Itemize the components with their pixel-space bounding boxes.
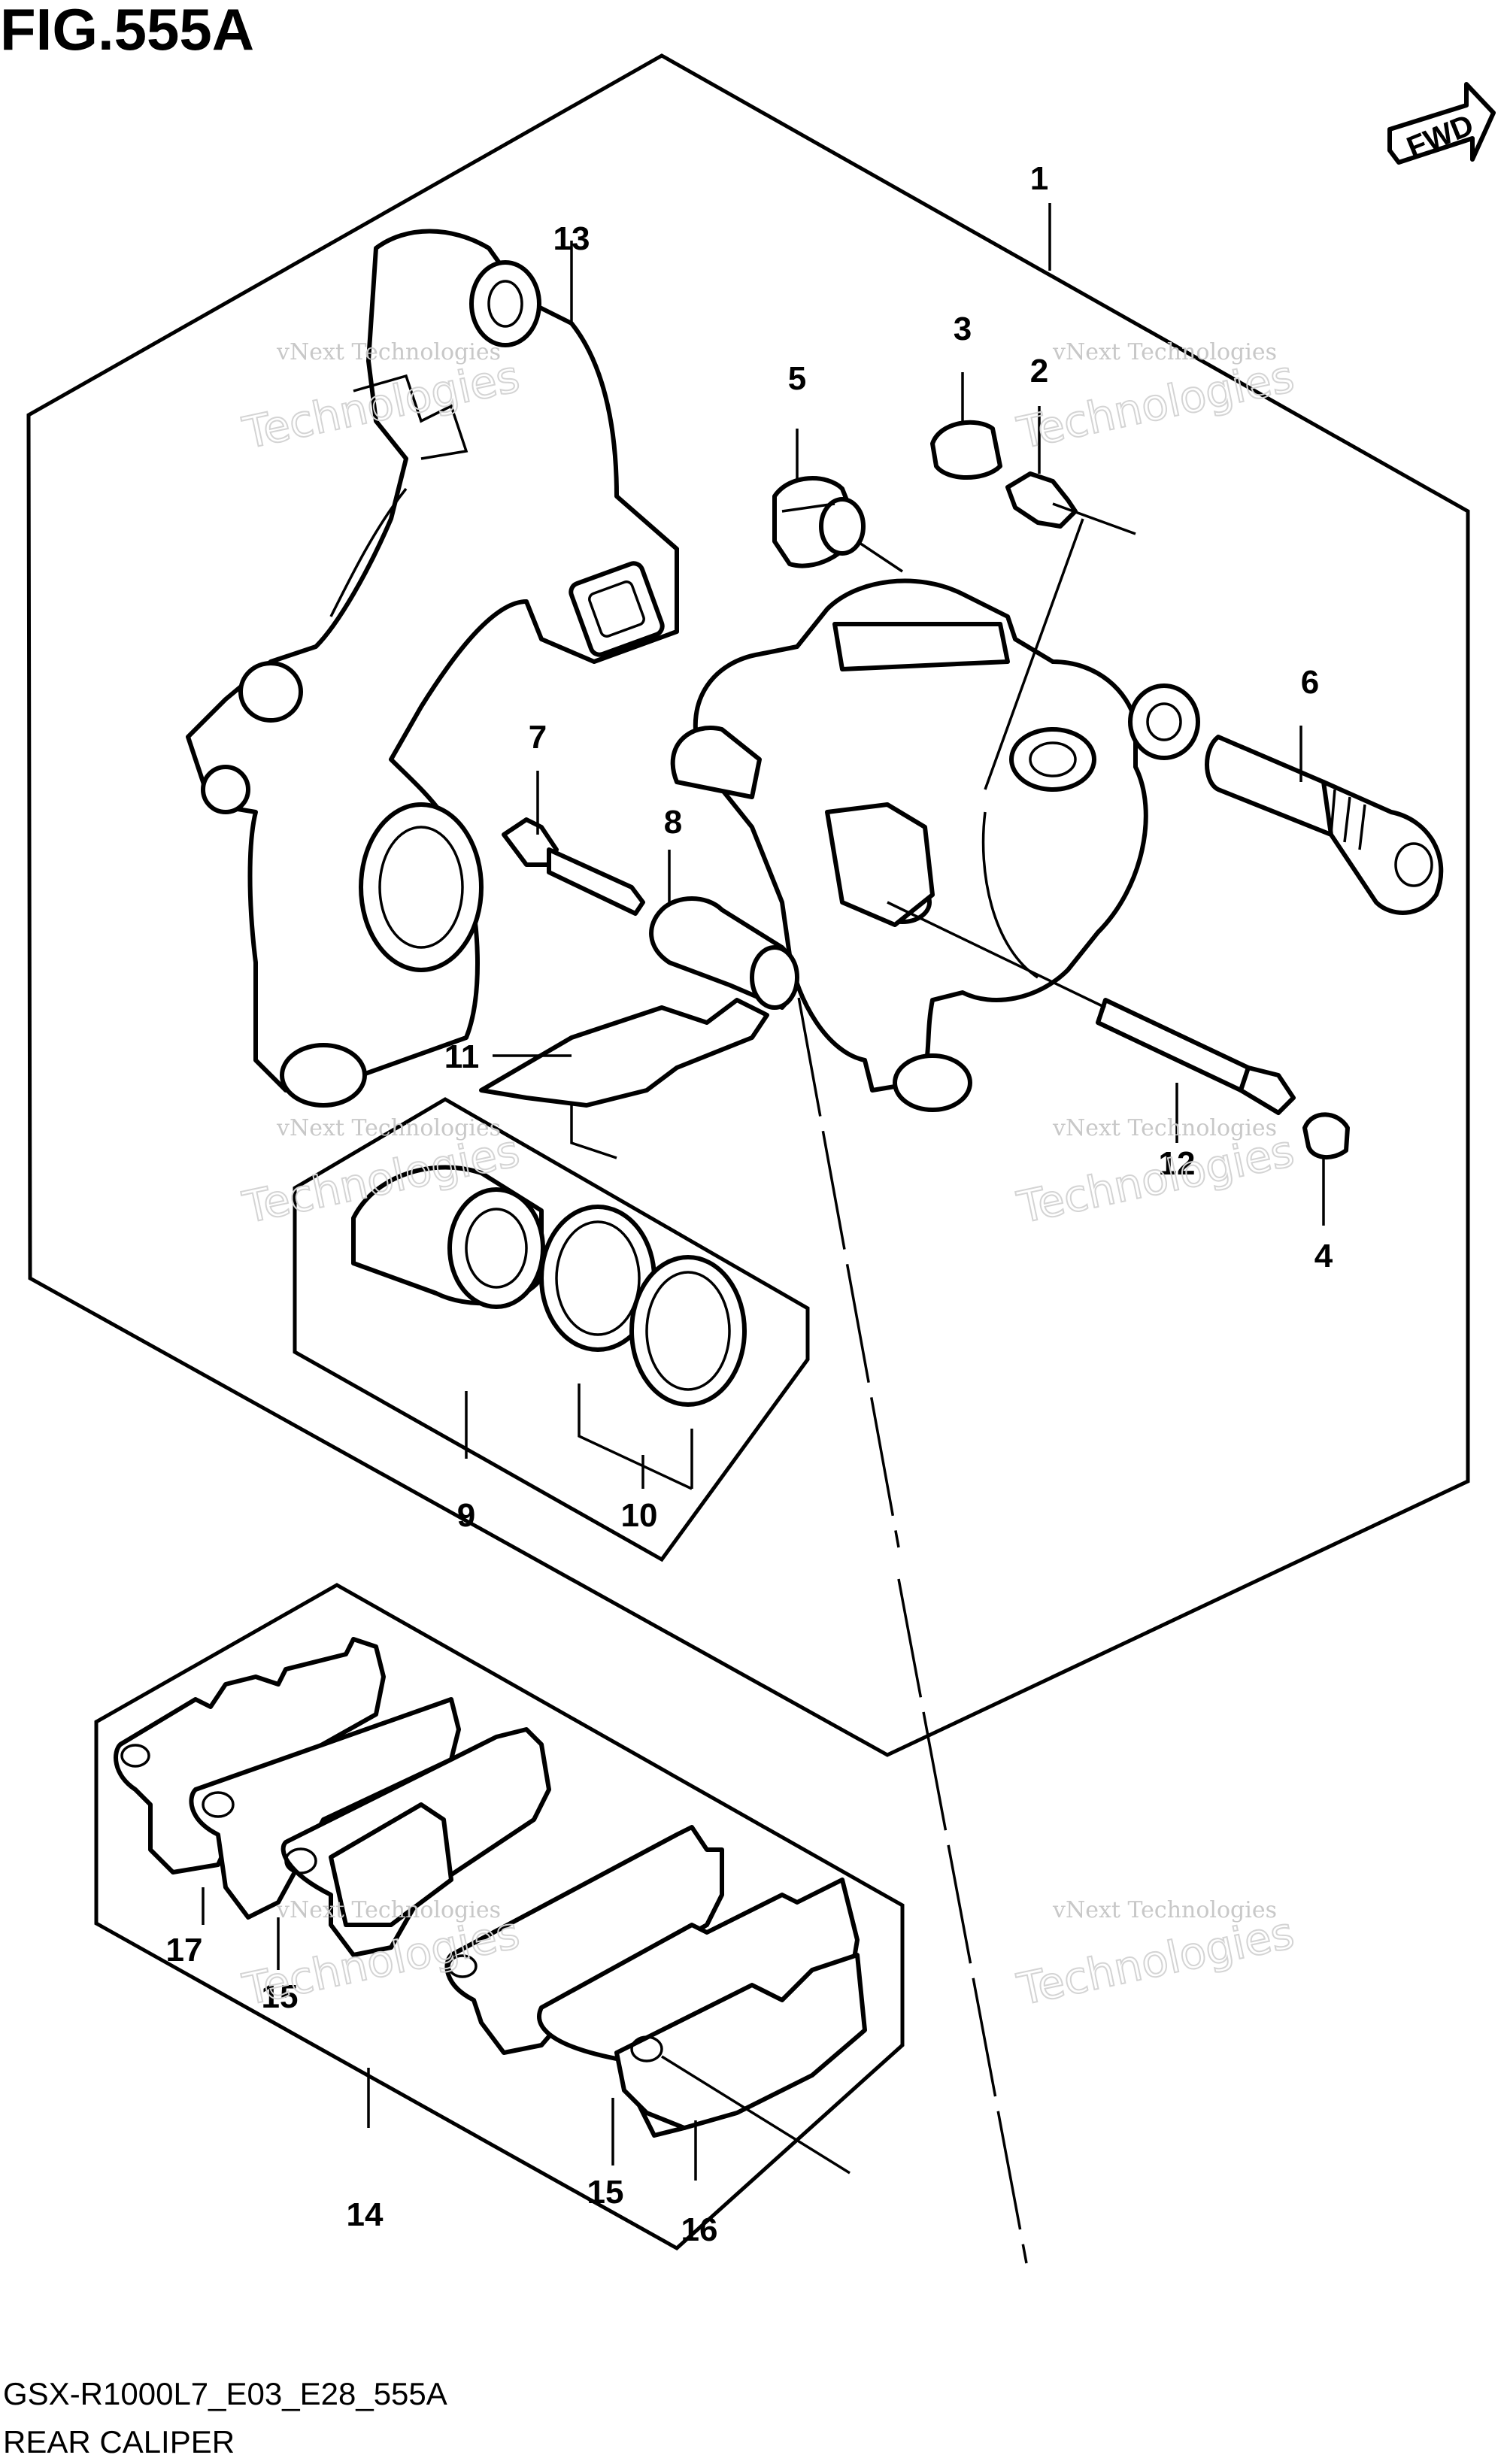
caliper-bracket [186,229,679,1108]
callout-6: 6 [1301,664,1319,701]
leader-lines [202,203,1325,2181]
pad-pin [887,901,1296,1115]
callout-9: 9 [457,1497,475,1534]
callout-labels: 1 2 3 4 5 6 7 8 9 10 11 12 13 14 15 15 1… [166,160,1333,2248]
callout-15b: 15 [587,2174,624,2211]
callout-3: 3 [954,311,972,347]
svg-text:vNext Technologies: vNext Technologies [1052,339,1277,365]
callout-13: 13 [553,220,590,257]
svg-text:Technologies: Technologies [1013,350,1299,459]
callout-16: 16 [681,2211,718,2248]
callout-5: 5 [788,360,806,397]
callout-14: 14 [347,2196,384,2233]
brake-pad-shim-17 [114,1637,386,1875]
caliper-body [670,578,1200,1112]
callout-10: 10 [621,1497,658,1534]
piston-seals [539,1205,747,1490]
bleeder-cap-small [930,420,1002,480]
brake-pad-shim-15b [444,1825,724,2055]
piston-kit-outline [293,1097,810,1562]
bleeder-valve [984,471,1136,790]
sleeve-bolt [502,817,645,916]
slide-pin [1205,735,1444,915]
callout-17: 17 [166,1932,203,1968]
callout-2: 2 [1030,353,1048,389]
piston [351,1165,545,1309]
callout-11: 11 [444,1038,480,1075]
callout-7: 7 [529,719,547,756]
pad-set-outline [94,1583,905,2251]
callout-8: 8 [664,804,682,841]
svg-text:vNext Technologies: vNext Technologies [276,1897,501,1923]
fwd-arrow-icon: FWD [1387,82,1496,165]
callout-15a: 15 [262,1978,299,2015]
callout-1: 1 [1030,160,1048,197]
sleeve-boot [649,896,799,1010]
plug [1302,1112,1350,1160]
callout-12: 12 [1159,1145,1196,1182]
callout-4: 4 [1314,1238,1333,1274]
svg-text:vNext Technologies: vNext Technologies [1052,1897,1277,1923]
figure-caption: REAR CALIPER [3,2424,235,2459]
brake-pad-16 [537,1878,867,2175]
svg-text:vNext Technologies: vNext Technologies [1052,1115,1277,1141]
bleeder-cap [772,476,903,573]
pad-spring [479,998,769,1159]
svg-text:vNext Technologies: vNext Technologies [276,339,501,365]
assembly-outline [26,53,1470,1757]
svg-text:vNext Technologies: vNext Technologies [276,1115,501,1141]
figure-title: FIG.555A [0,0,254,62]
figure-code: GSX-R1000L7_E03_E28_555A [3,2376,447,2411]
brake-pad-main [280,1727,551,1957]
